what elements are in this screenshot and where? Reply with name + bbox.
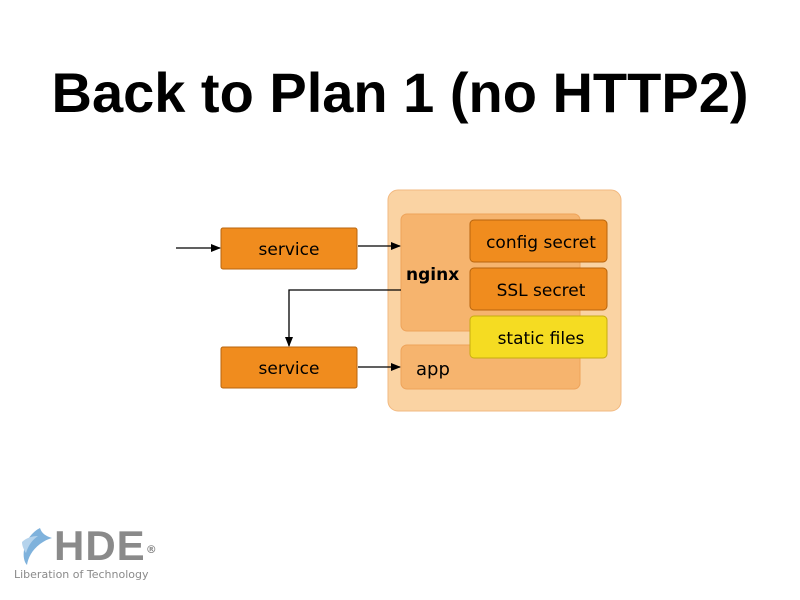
ssl-secret-box	[469, 267, 608, 311]
app-label: app	[416, 359, 450, 380]
hde-logo: HDE® Liberation of Technology	[14, 522, 194, 588]
service-label-bottom: service	[259, 359, 320, 379]
logo-swoosh-icon	[22, 528, 52, 565]
logo-wordmark: HDE®	[54, 522, 158, 570]
config-secret-box	[469, 219, 608, 263]
nginx-label: nginx	[406, 265, 459, 285]
service-box-bottom	[220, 346, 358, 389]
service-box-top	[220, 227, 358, 270]
registered-mark: ®	[145, 543, 158, 556]
logo-tagline: Liberation of Technology	[14, 568, 149, 581]
static-files-label: static files	[498, 329, 585, 349]
config-secret-label: config secret	[486, 233, 596, 253]
service-label-top: service	[259, 240, 320, 260]
static-files-box	[469, 315, 608, 359]
logo-wordmark-text: HDE	[54, 522, 146, 569]
arrow-nginx-to-service	[285, 289, 401, 347]
slide-title: Back to Plan 1 (no HTTP2)	[51, 61, 749, 124]
ssl-secret-label: SSL secret	[497, 281, 586, 301]
